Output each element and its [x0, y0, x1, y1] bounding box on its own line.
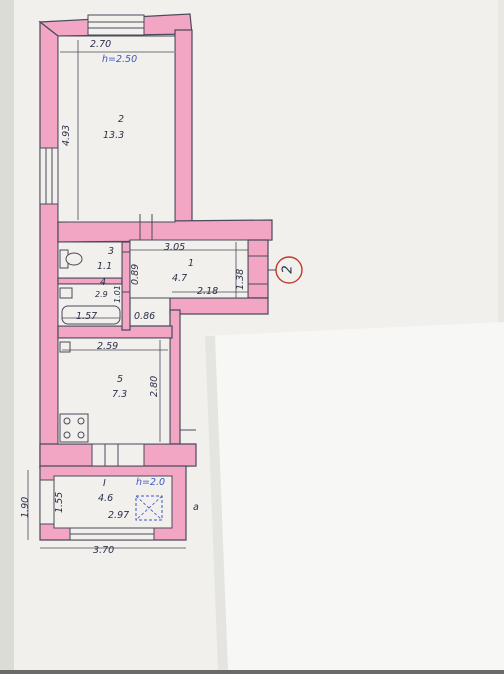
- stove-burner-4: [77, 431, 85, 439]
- wall-mid-horizontal: [57, 219, 273, 243]
- corridor-depth-label: 1.38: [235, 268, 246, 290]
- kitchen-length-label: 2.80: [149, 375, 160, 397]
- sheet-shadow-left: [0, 0, 14, 670]
- room-5-area: 7.3: [112, 389, 128, 400]
- window-left: [39, 147, 59, 205]
- washbasin: [59, 287, 73, 299]
- room-1-area: 4.7: [172, 273, 188, 284]
- room-4-number: 4: [100, 277, 107, 288]
- kitchen-width-label: 2.59: [97, 341, 119, 352]
- window-top: [87, 14, 145, 36]
- bath-gap-label: 0.86: [134, 311, 156, 322]
- top-width-label: 2.70: [90, 39, 112, 50]
- balcony-area: 4.6: [98, 493, 114, 504]
- wall-bath-kitchen: [57, 325, 173, 339]
- bath-height-label: 1.01: [113, 285, 122, 303]
- room-2-number: 2: [118, 114, 125, 125]
- main-height-label: h=2.50: [102, 54, 138, 65]
- bath-width-label: 1.57: [76, 311, 98, 322]
- wall-corridor-bottom: [169, 297, 269, 315]
- wc-height-label: 0.89: [130, 263, 141, 285]
- window-balcony-side: [39, 479, 55, 525]
- windows: [39, 14, 155, 541]
- stove-burner-3: [63, 431, 71, 439]
- door-marks: [122, 214, 268, 431]
- stove: [59, 413, 89, 443]
- balcony-number: I: [103, 478, 106, 489]
- balcony-inner-height-label: 1.55: [54, 491, 65, 513]
- balcony-hatch-box: [135, 495, 163, 521]
- balcony-inner-width-label: 2.97: [108, 510, 130, 521]
- room-1-number: 1: [188, 258, 195, 269]
- fixtures: [59, 249, 121, 443]
- dimension-lines: [27, 40, 248, 549]
- toilet-bowl: [65, 252, 83, 266]
- wall-wet-room-partition: [121, 241, 131, 331]
- apartment-marker-label: 2: [280, 265, 296, 274]
- balcony-height-label: h=2.0: [136, 477, 166, 488]
- room2-length-label: 4.93: [61, 124, 72, 146]
- stove-burner-1: [63, 417, 71, 425]
- room-4-area: 2.9: [95, 290, 108, 299]
- room-3-number: 3: [108, 246, 115, 257]
- corridor-width-label: 3.05: [164, 242, 186, 253]
- balcony-outer-width-label: 3.70: [93, 545, 115, 556]
- corridor-inner-label: 2.18: [197, 286, 219, 297]
- room-1-floor: [129, 239, 249, 299]
- bathtub: [61, 305, 121, 325]
- kitchen-sink: [59, 341, 71, 353]
- room-5-number: 5: [117, 374, 124, 385]
- overlay-paper-shade: [205, 336, 228, 670]
- outside-marker-label: a: [193, 502, 199, 513]
- wall-right-room2: [174, 29, 193, 223]
- wall-corridor-right: [247, 239, 269, 299]
- stove-burner-2: [77, 417, 85, 425]
- room-2-floor: [57, 35, 176, 223]
- wall-left: [39, 20, 59, 471]
- room-3-area: 1.1: [97, 261, 113, 272]
- room-2-area: 13.3: [103, 130, 125, 141]
- wall-wc-bath: [57, 277, 123, 285]
- balcony-hatch-cross-2: [135, 495, 163, 521]
- overlay-paper-sheet: [205, 322, 504, 670]
- balcony-outer-height-label: 1.90: [20, 496, 31, 518]
